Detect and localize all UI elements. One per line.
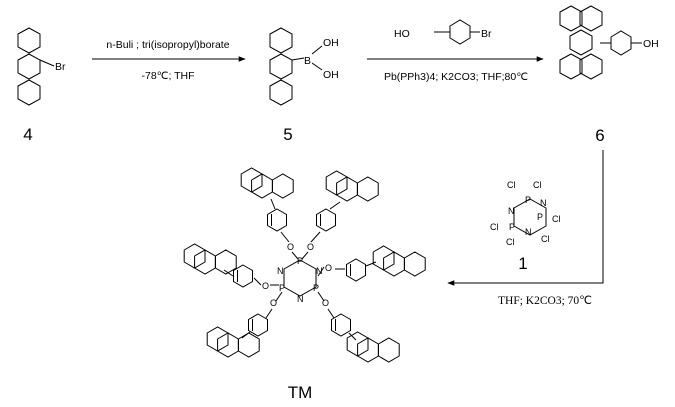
tm-core-n1: N (277, 266, 284, 276)
step-2-conditions-below: Pb(PPh3)4; K2CO3; THF;80℃ (384, 71, 528, 83)
step-3-conditions-below: THF; K2CO3; 70℃ (498, 295, 592, 307)
tm-oxygen-1: O (287, 242, 294, 252)
compound-1-atom-p1: P (525, 195, 531, 205)
step-1-conditions-below: -78℃; THF (141, 70, 194, 82)
step-2-reagent-bromo: Br (481, 28, 492, 40)
tm-oxygen-6: O (322, 298, 329, 308)
compound-4-label: 4 (23, 125, 32, 144)
tm-core-ring (283, 259, 317, 297)
compound-5-label: 5 (283, 125, 292, 144)
compound-1-structure (513, 198, 547, 236)
tm-core-p2: P (279, 283, 285, 293)
compound-5-structure (269, 27, 323, 106)
compound-1-atom-cl2: Cl (533, 180, 542, 190)
compound-1-atom-cl3: Cl (490, 222, 499, 232)
compound-5-boron: B (304, 55, 311, 67)
compound-5-hydroxyl-1: OH (323, 37, 339, 49)
tm-oxygen-3: O (262, 281, 269, 291)
compound-6-substituent: OH (643, 38, 659, 50)
compound-6-structure (559, 5, 642, 80)
compound-1-atom-n1: N (508, 206, 515, 216)
tm-arms (183, 167, 426, 363)
compound-1-label: 1 (518, 254, 527, 273)
compound-1-atom-p2: P (509, 222, 515, 232)
tm-oxygen-2: O (307, 242, 314, 252)
tm-oxygen-4: O (325, 263, 332, 273)
compound-1-atom-cl1: Cl (507, 180, 516, 190)
step-2-reagent-structure (434, 19, 480, 45)
compound-1-atom-cl5: Cl (552, 214, 561, 224)
step-3-arrow (447, 150, 604, 286)
tm-core-n3: N (297, 294, 304, 304)
compound-1-atom-n3: N (540, 198, 547, 208)
tm-label: TM (288, 383, 313, 402)
tm-core-p1: P (297, 256, 303, 266)
compound-1-atom-cl6: Cl (541, 234, 550, 244)
compound-4-substituent: Br (55, 61, 66, 73)
tm-oxygen-5: O (270, 298, 277, 308)
compound-1-atom-cl4: Cl (506, 237, 515, 247)
compound-1-atom-n2: N (525, 227, 532, 237)
step-1-conditions-above: n-Buli ; tri(isopropyl)borate (106, 39, 229, 51)
compound-5-hydroxyl-2: OH (323, 69, 339, 81)
compound-6-label: 6 (595, 126, 604, 145)
tm-core-n2: N (316, 266, 323, 276)
compound-1-atom-p3: P (537, 212, 543, 222)
tm-core-p3: P (313, 283, 319, 293)
compound-4-structure (17, 27, 55, 106)
step-2-reagent-hydroxyl: HO (394, 28, 410, 40)
